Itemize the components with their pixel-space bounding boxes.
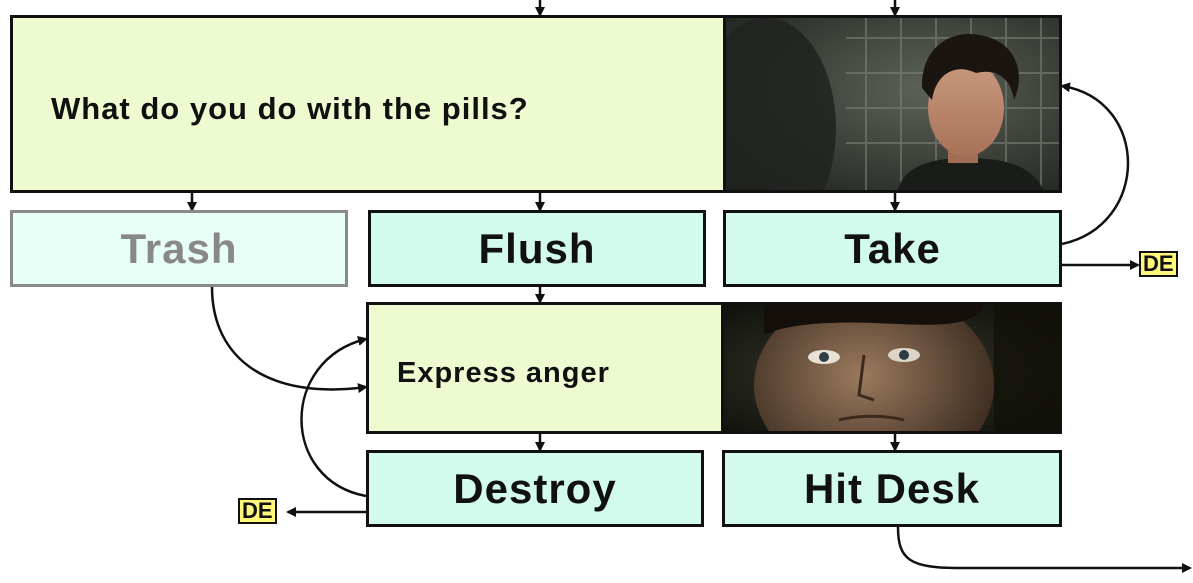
scene-node-express-anger: Express anger — [366, 302, 1062, 434]
scene-prompt: Express anger — [397, 357, 610, 389]
scene-thumbnail-image — [723, 18, 1059, 190]
scene-prompt: What do you do with the pills? — [51, 91, 529, 126]
choice-hit-desk[interactable]: Hit Desk — [722, 450, 1062, 527]
dead-end-badge: DE — [1139, 251, 1178, 277]
choice-label: Destroy — [453, 464, 617, 512]
choice-label: Hit Desk — [803, 464, 981, 512]
scene-thumbnail-image — [721, 305, 1059, 431]
choice-take[interactable]: Take — [723, 210, 1062, 287]
choice-trash[interactable]: Trash — [10, 210, 348, 287]
choice-label: Trash — [120, 224, 238, 272]
choice-label: Take — [844, 224, 941, 272]
scene-node-pills: What do you do with the pills? — [10, 15, 1062, 193]
choice-flush[interactable]: Flush — [368, 210, 706, 287]
choice-label: Flush — [478, 224, 596, 272]
dead-end-badge: DE — [238, 498, 277, 524]
choice-destroy[interactable]: Destroy — [366, 450, 704, 527]
